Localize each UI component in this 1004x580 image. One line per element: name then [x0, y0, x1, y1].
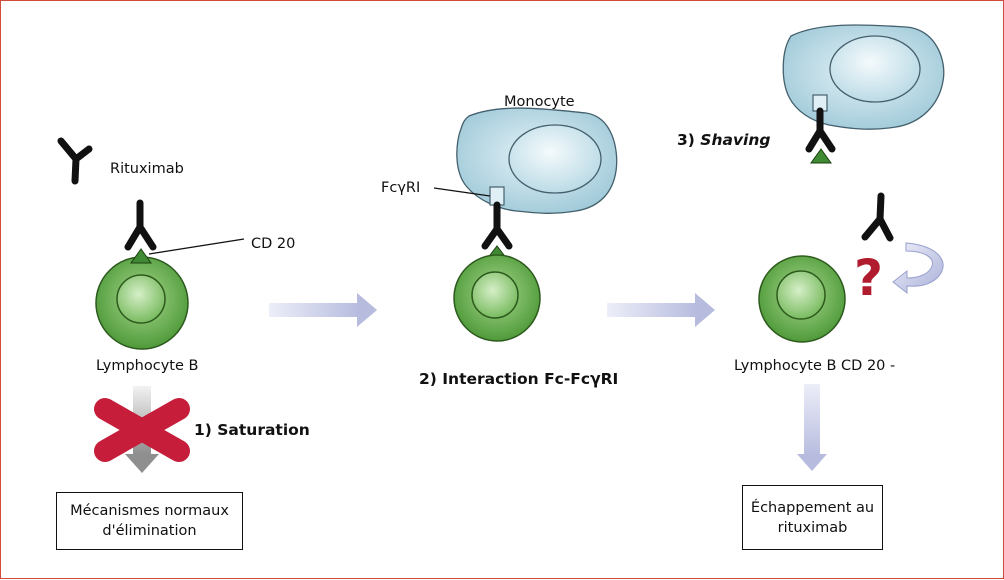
- mecanismes-line2: d'élimination: [102, 523, 197, 539]
- monocyte-label: Monocyte: [504, 94, 575, 110]
- fcgri-label: FcγRI: [381, 180, 421, 196]
- saturation-label: 1) Saturation: [194, 421, 310, 439]
- mecanismes-box: Mécanismes normaux d'élimination: [56, 492, 243, 550]
- monocyte-cell-shaving: [782, 24, 945, 130]
- lymphocyte-b-cell-2: [453, 254, 541, 342]
- rituximab-shaved-antibody: [805, 107, 836, 153]
- rituximab-label: Rituximab: [110, 161, 184, 177]
- arrow-down-3: [797, 384, 827, 471]
- echappement-line1: Échappement au: [750, 499, 875, 516]
- lymphocyte-b-cd20neg-label: Lymphocyte B CD 20 -: [734, 358, 896, 374]
- cd20-label: CD 20: [251, 236, 296, 252]
- shaving-word: Shaving: [700, 131, 771, 149]
- cd20-shaved: [810, 148, 832, 164]
- lymphocyte-b-label: Lymphocyte B: [96, 358, 199, 374]
- interaction-label: 2) Interaction Fc-FcγRI: [419, 370, 619, 388]
- rituximab-free-antibody-3: [861, 192, 894, 242]
- arrow-right-2: [607, 293, 715, 327]
- saturation-red-cross: [94, 398, 190, 462]
- shaving-number: 3): [677, 131, 695, 149]
- curved-return-arrow: [892, 242, 944, 295]
- rituximab-antibody-free: [57, 137, 93, 185]
- mecanismes-line1: Mécanismes normaux: [70, 503, 229, 519]
- shaving-label: 3) Shaving: [677, 131, 771, 149]
- rituximab-bridging-antibody: [481, 201, 513, 250]
- cd20-pointer-line: [148, 238, 245, 255]
- echappement-line2: rituximab: [777, 519, 848, 536]
- arrow-right-1: [269, 293, 377, 327]
- lymphocyte-b-cell: [95, 256, 189, 350]
- cd20-receptor: [130, 248, 152, 264]
- echappement-box: Échappement au rituximab: [742, 485, 883, 550]
- monocyte-cell: [456, 107, 618, 214]
- rituximab-bound-antibody: [124, 199, 157, 251]
- fcgri-pointer-line: [433, 187, 491, 197]
- lymphocyte-b-cd20neg-cell: [758, 255, 846, 343]
- question-mark: ?: [854, 249, 884, 307]
